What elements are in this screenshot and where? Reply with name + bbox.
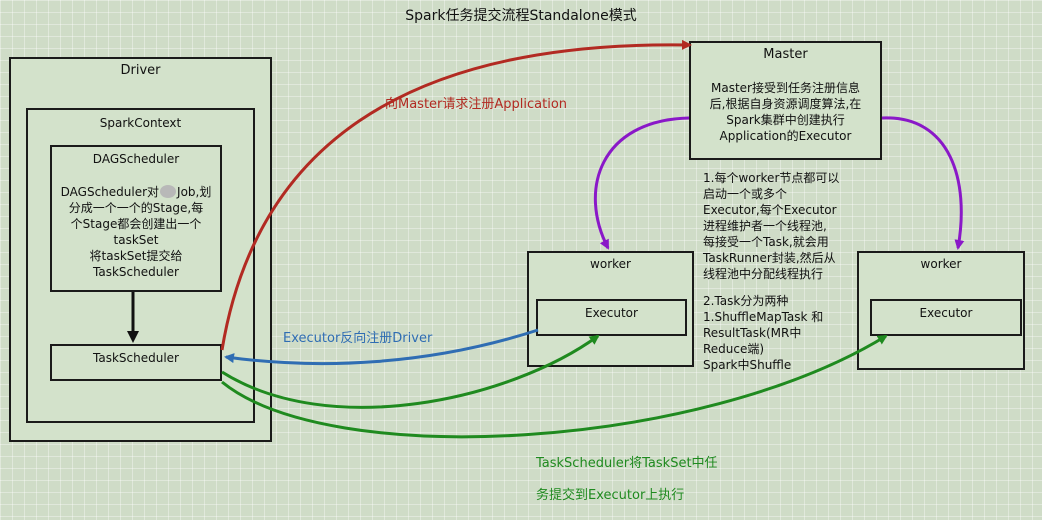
dagscheduler-desc-line3: 个Stage都会创建出一个 <box>70 217 202 231</box>
master-desc: Master接受到任务注册信息 后,根据自身资源调度算法,在 Spark集群中创… <box>689 80 882 144</box>
arrow-master-to-worker2 <box>881 116 965 250</box>
taskscheduler-box <box>50 344 222 381</box>
label-submit-taskset-line1: TaskScheduler将TaskSet中任 <box>536 456 718 471</box>
sparkcontext-label: SparkContext <box>99 116 182 130</box>
worker-note: 1.每个worker节点都可以 启动一个或多个 Executor,每个Execu… <box>703 171 840 281</box>
taskscheduler-label: TaskScheduler <box>93 351 179 365</box>
label-register-application: 向Master请求注册Application <box>385 97 568 112</box>
dagscheduler-desc-line5: 将taskSet提交给 <box>89 249 183 263</box>
master-desc-line4: Application的Executor <box>719 129 852 143</box>
master-desc-line2: 后,根据自身资源调度算法,在 <box>709 97 862 111</box>
master-desc-line3: Spark集群中创建执行 <box>726 113 845 127</box>
worker2-executor-box <box>870 299 1022 336</box>
label-submit-taskset: TaskScheduler将TaskSet中任 务提交到Executor上执行 <box>536 440 718 520</box>
worker2-label: worker <box>920 257 962 271</box>
dagscheduler-desc-line2: 分成一个一个的Stage,每 <box>68 201 204 215</box>
dagscheduler-label: DAGScheduler <box>92 152 180 166</box>
dagscheduler-box <box>50 145 222 292</box>
redacted-mark <box>160 185 177 198</box>
dagscheduler-desc-line4: taskSet <box>113 233 159 247</box>
label-submit-taskset-line2: 务提交到Executor上执行 <box>536 488 685 503</box>
task-note: 2.Task分为两种 1.ShuffleMapTask 和 ResultTask… <box>703 294 824 372</box>
worker1-label: worker <box>590 257 631 271</box>
worker2-executor-label: Executor <box>919 306 973 320</box>
driver-label: Driver <box>120 63 161 78</box>
dagscheduler-desc-line6: TaskScheduler <box>93 265 179 279</box>
label-executor-register-driver: Executor反向注册Driver <box>283 331 433 346</box>
arrow-master-to-worker1 <box>593 116 690 250</box>
master-desc-line1: Master接受到任务注册信息 <box>711 81 860 95</box>
master-label: Master <box>763 47 808 62</box>
worker1-executor-label: Executor <box>585 306 638 320</box>
diagram-title: Spark任务提交流程Standalone模式 <box>405 8 637 24</box>
